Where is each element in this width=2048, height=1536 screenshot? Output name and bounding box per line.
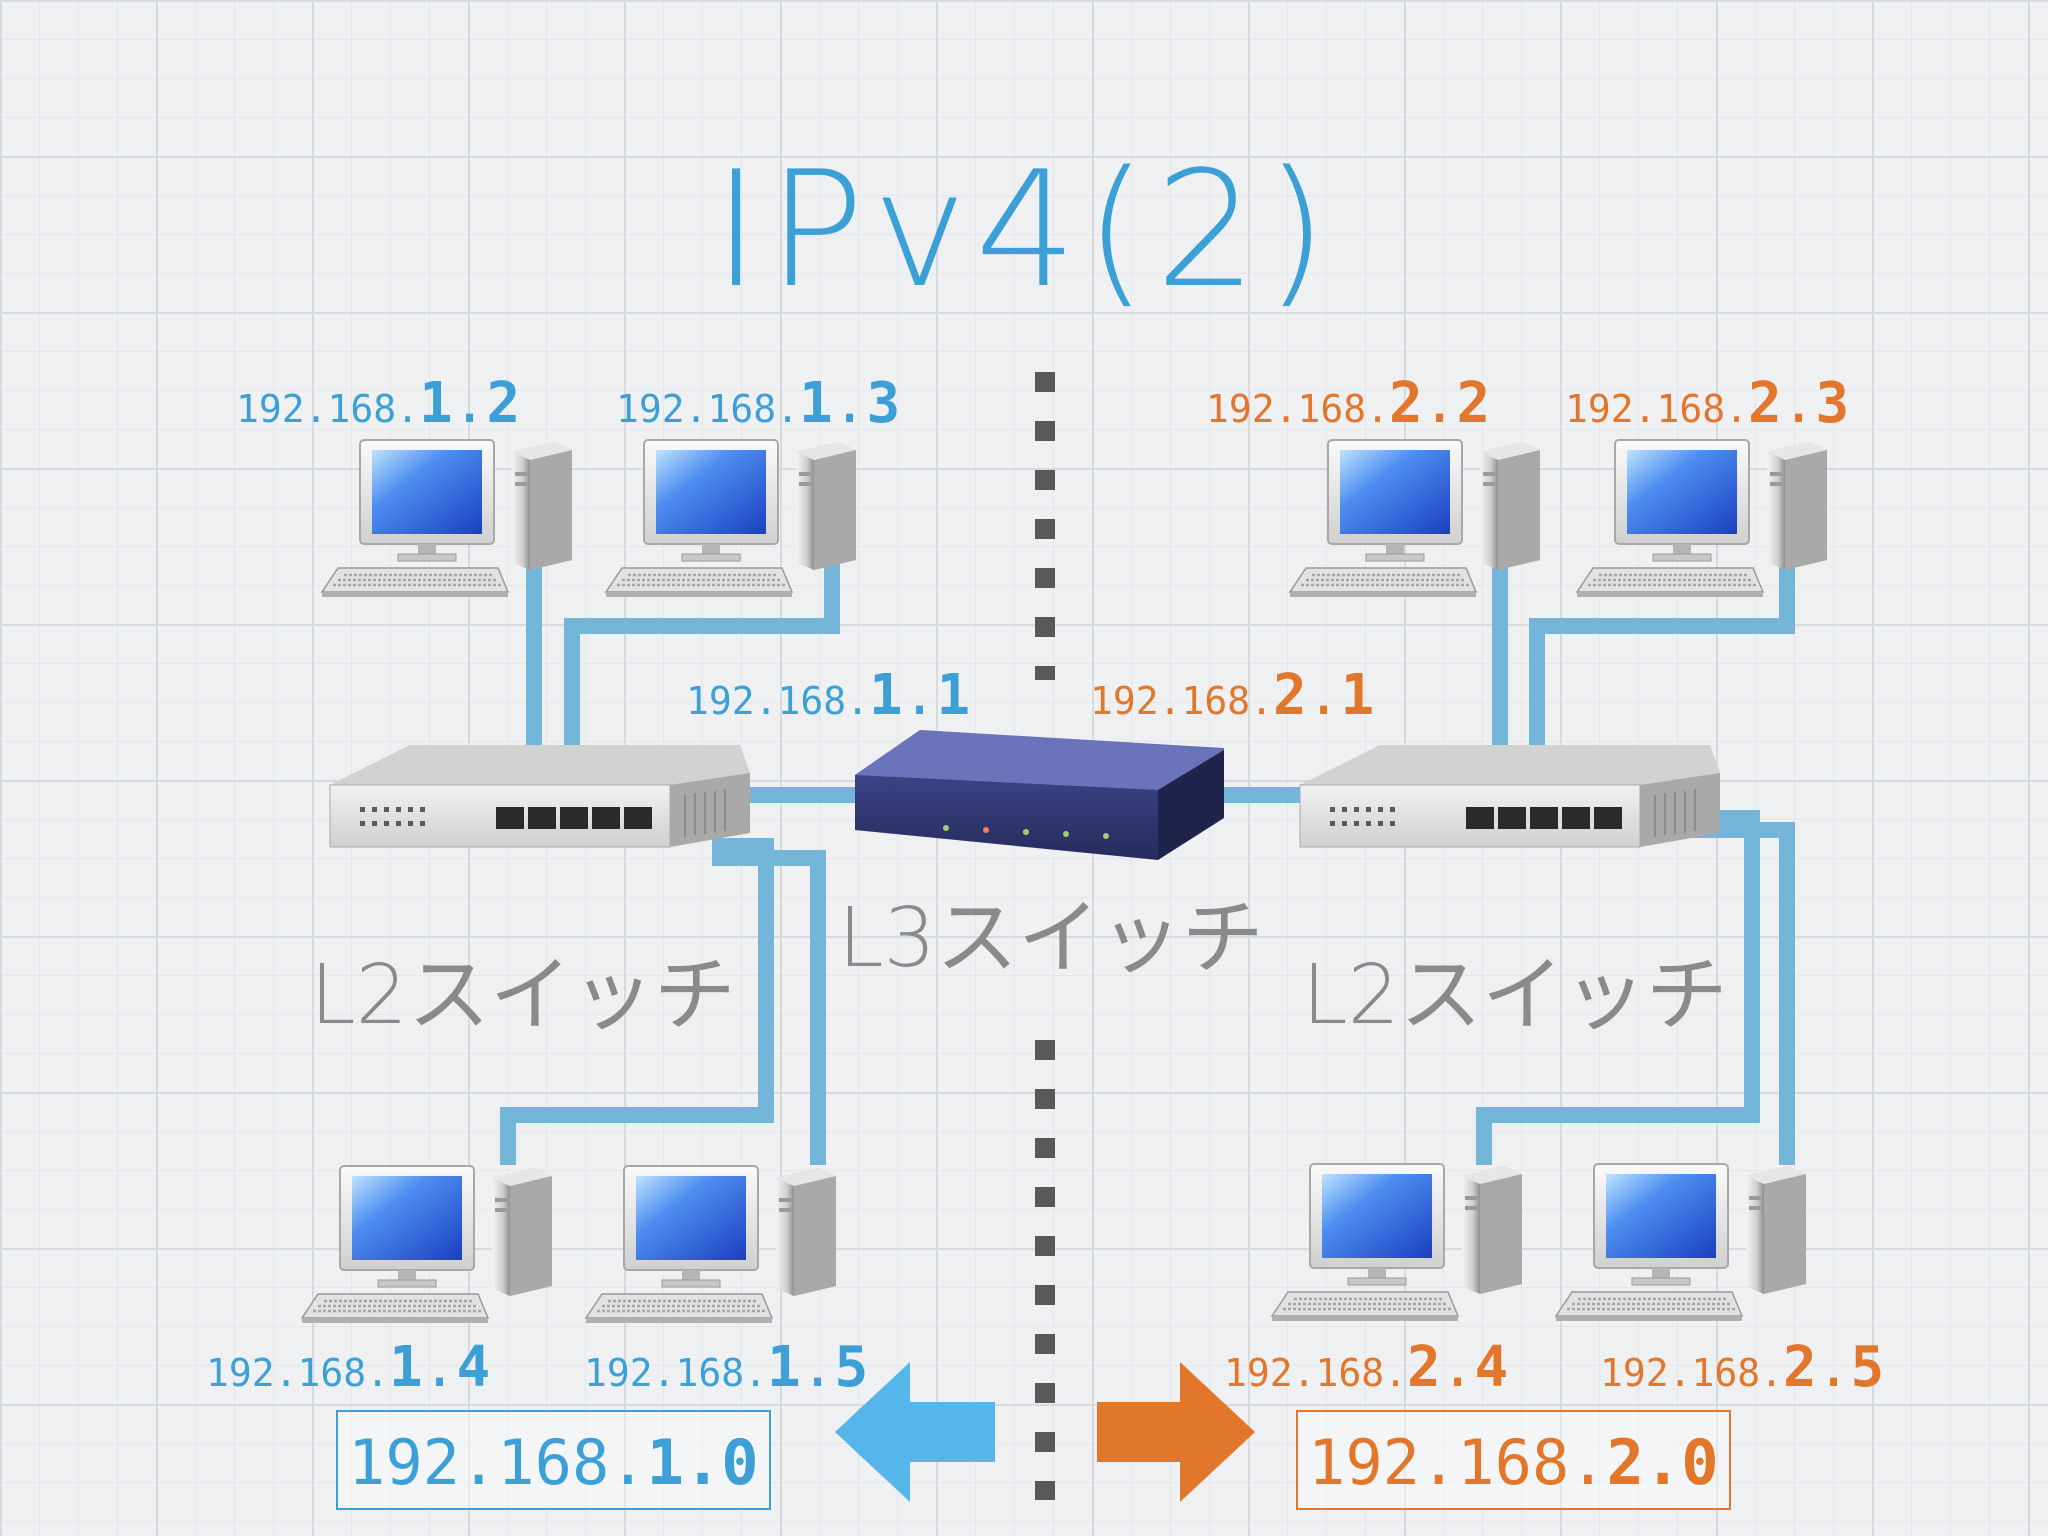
network-left-box: 192.168.1.0 [336,1410,771,1510]
pc-icon-1-3 [604,438,858,599]
ip-label-1-5: 192.168.1.5 [584,1335,869,1400]
l2-switch-left-label: L2スイッチ [310,948,736,1043]
arrow-right-icon [1097,1362,1255,1502]
l2-switch-left-icon [329,744,751,848]
cables [500,560,1795,1165]
ip-label-2-3: 192.168.2.3 [1565,371,1850,436]
arrow-left-icon [835,1362,995,1502]
l3-switch-label: L3スイッチ [838,891,1264,986]
ip-label-1-1: 192.168.1.1 [686,663,971,728]
ip-label-1-2: 192.168.1.2 [236,371,521,436]
l2-switch-right-icon [1299,744,1721,848]
page-title: IPv4(2) [712,136,1336,323]
ip-label-2-1: 192.168.2.1 [1090,663,1375,728]
ip-label-1-3: 192.168.1.3 [616,371,901,436]
ip-label-2-4: 192.168.2.4 [1224,1335,1509,1400]
network-right-box: 192.168.2.0 [1296,1410,1731,1510]
ip-label-2-5: 192.168.2.5 [1600,1335,1885,1400]
pc-icon-2-5 [1554,1162,1808,1323]
ip-label-2-2: 192.168.2.2 [1206,371,1491,436]
pc-icon-1-5 [584,1164,838,1325]
pc-icon-2-4 [1270,1162,1524,1323]
ip-label-1-4: 192.168.1.4 [206,1335,491,1400]
pc-icon-1-4 [300,1164,554,1325]
l2-switch-right-label: L2スイッチ [1302,948,1728,1043]
l3-switch-icon [855,730,1224,860]
